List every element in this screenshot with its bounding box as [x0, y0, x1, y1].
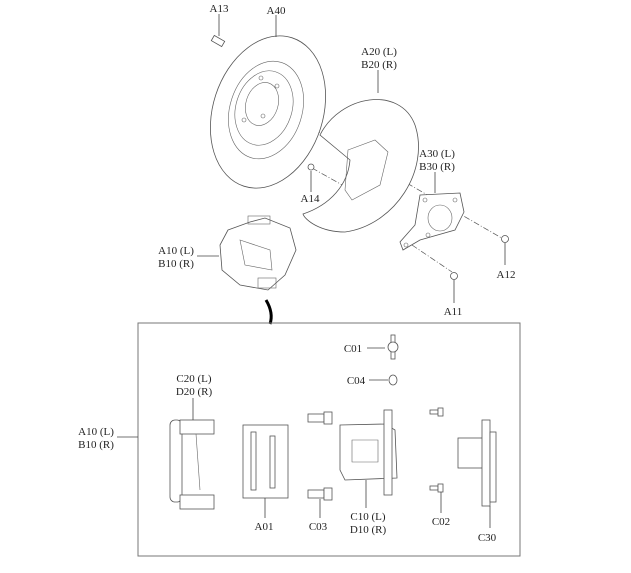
bolt-a12[interactable]	[501, 235, 509, 243]
brake-disc-a40[interactable]	[192, 21, 345, 203]
label-a11: A11	[444, 306, 463, 318]
label-b10: B10 (R)	[158, 258, 194, 270]
leader-lines-main	[197, 14, 506, 303]
label-a13: A13	[210, 3, 229, 15]
label-c03: C03	[309, 521, 328, 533]
dust-cap-c04[interactable]	[388, 374, 398, 386]
wheel-bolt-a13[interactable]	[210, 34, 226, 48]
bleeder-screw-c01[interactable]	[387, 334, 399, 360]
label-b30: B30 (R)	[419, 161, 455, 173]
screw-a14[interactable]	[307, 163, 315, 171]
caliper-assembly-a10[interactable]	[219, 215, 297, 291]
bolt-a11[interactable]	[450, 272, 458, 280]
label-c04: C04	[347, 375, 366, 387]
label-a40: A40	[267, 5, 286, 17]
detail-pointer-arrow	[264, 299, 273, 325]
dust-shield-a20[interactable]	[302, 99, 419, 233]
caliper-carrier-c20[interactable]	[169, 419, 215, 510]
label-a12: A12	[497, 269, 516, 281]
label-c30: C30	[478, 532, 497, 544]
label-a10: A10 (L)	[158, 245, 194, 257]
label-b10-detail: B10 (R)	[78, 439, 114, 451]
brake-bracket-a30[interactable]	[399, 192, 465, 251]
caliper-housing-c10[interactable]	[339, 409, 398, 496]
label-a20: A20 (L)	[361, 46, 397, 58]
caliper-bolt-c02[interactable]	[429, 407, 444, 493]
label-d10: D10 (R)	[350, 524, 387, 536]
label-b20: B20 (R)	[361, 59, 397, 71]
detail-inset-box	[137, 322, 521, 557]
label-c01: C01	[344, 343, 362, 355]
label-a14: A14	[301, 193, 320, 205]
label-c20: C20 (L)	[176, 373, 211, 385]
parking-brake-motor-c30[interactable]	[457, 419, 497, 507]
label-a01: A01	[255, 521, 274, 533]
label-c02: C02	[432, 516, 450, 528]
label-a10-detail: A10 (L)	[78, 426, 114, 438]
label-a30: A30 (L)	[419, 148, 455, 160]
a11-axis-line	[411, 244, 453, 273]
brake-pad-set-a01[interactable]	[242, 424, 289, 499]
guide-pin-c03[interactable]	[307, 411, 333, 501]
leader-lines-inset	[192, 347, 491, 528]
label-d20: D20 (R)	[176, 386, 213, 398]
label-c10: C10 (L)	[350, 511, 385, 523]
